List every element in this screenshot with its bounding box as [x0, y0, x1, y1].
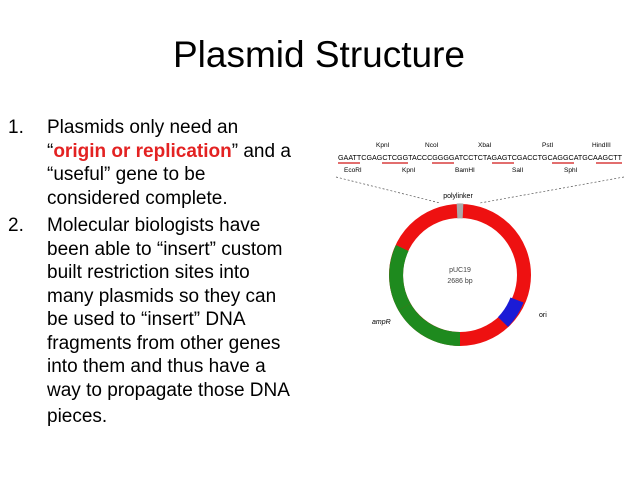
- enzyme-label: BamHI: [455, 167, 475, 174]
- enzyme-labels-top: KpnI NcoI XbaI PstI HindIII: [376, 142, 611, 149]
- list-line: pieces.: [47, 406, 108, 427]
- enzyme-label: HindIII: [592, 142, 611, 149]
- list-line: into them and thus have a: [47, 356, 266, 377]
- list-number: 1.: [8, 117, 24, 138]
- zoom-line-left: [335, 176, 441, 204]
- enzyme-label: EcoRI: [344, 167, 362, 174]
- list-line: be used to “insert” DNA: [47, 309, 246, 330]
- ring-segment-ori: [497, 297, 524, 327]
- plasmid-diagram: KpnI NcoI XbaI PstI HindIII GAATTCGAGCTC…: [335, 142, 625, 347]
- enzyme-label: SphI: [564, 167, 578, 174]
- enzyme-label: KpnI: [376, 142, 390, 149]
- plasmid-ring: [389, 203, 531, 347]
- enzyme-label: PstI: [542, 142, 553, 149]
- list-line: built restriction sites into: [47, 262, 250, 283]
- enzyme-label: SalI: [512, 167, 523, 174]
- list-line: fragments from other genes: [47, 332, 281, 354]
- polylinker-label: polylinker: [443, 193, 473, 200]
- enzyme-label: XbaI: [478, 142, 492, 149]
- highlighted-term: origin or replication: [53, 140, 232, 162]
- zoom-line-right: [479, 176, 625, 204]
- list-item: 1. Plasmids only need an “origin or repl…: [8, 116, 328, 210]
- plasmid-name: pUC19: [449, 267, 471, 274]
- enzyme-label: NcoI: [425, 142, 439, 149]
- list-line: Molecular biologists have: [47, 215, 261, 236]
- list-line: Plasmids only need an: [47, 117, 239, 138]
- ori-label: ori: [539, 312, 547, 319]
- list-line: been able to “insert” custom: [47, 238, 283, 260]
- list-line: “useful” gene to be: [47, 164, 206, 185]
- bullet-list: 1. Plasmids only need an “origin or repl…: [8, 116, 328, 431]
- enzyme-labels-bottom: EcoRI KpnI BamHI SalI SphI: [344, 167, 578, 174]
- polylinker-sequence: GAATTCGAGCTCGGTACCCGGGGATCCTCTAGAGTCGACC…: [338, 153, 622, 162]
- list-line: way to propagate those DNA: [47, 379, 290, 401]
- list-line: considered complete.: [47, 187, 228, 209]
- open-quote: “: [47, 140, 54, 162]
- list-line: “origin or replication” and a: [47, 140, 328, 164]
- zoom-lines: [335, 176, 625, 204]
- line-text: ” and a: [231, 140, 291, 162]
- slide-title: Plasmid Structure: [173, 34, 465, 75]
- list-number: 2.: [8, 215, 24, 236]
- list-line: many plasmids so they can: [47, 285, 277, 307]
- ring-segment-ampr: [389, 245, 411, 311]
- ring-segment-ampr-lower: [398, 303, 461, 347]
- list-item: 2. Molecular biologists have been able t…: [8, 214, 328, 431]
- plasmid-size: 2686 bp: [447, 278, 472, 285]
- enzyme-label: KpnI: [402, 167, 416, 174]
- ampr-label: ampR: [372, 319, 391, 326]
